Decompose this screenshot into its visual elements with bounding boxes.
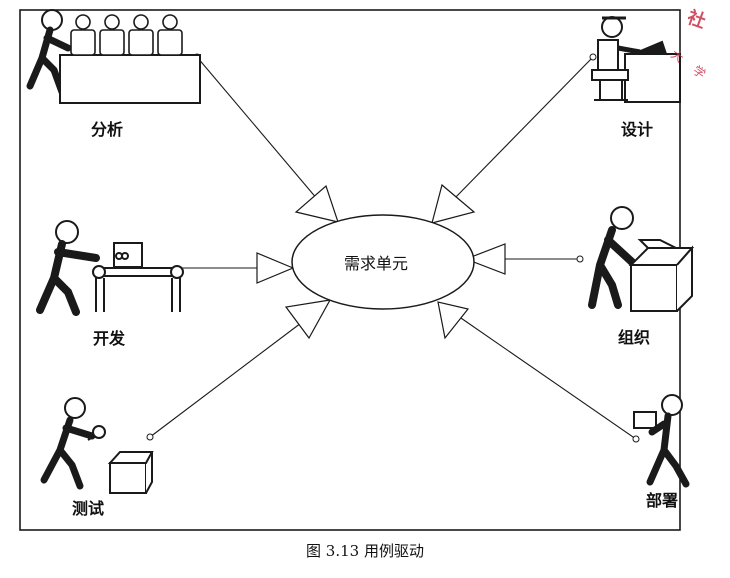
svg-text:学: 学 [690, 62, 708, 81]
arrowhead-design [431, 183, 476, 224]
svg-text:社: 社 [684, 6, 708, 33]
endpoint-deployment [632, 435, 640, 443]
testing-label: 测试 [72, 499, 105, 518]
figure-caption: 图 3.13 用例驱动 [306, 542, 424, 560]
requirement-unit-label: 需求单元 [344, 254, 409, 273]
organization-label: 组织 [618, 328, 651, 347]
connector-deployment [457, 315, 637, 440]
arrowhead-analysis [294, 184, 339, 223]
arrowhead-organization [464, 243, 506, 275]
arrowhead-testing [284, 299, 332, 340]
design-figure-icon [591, 16, 681, 103]
arrowhead-development [256, 252, 295, 284]
deployment-label: 部署 [646, 491, 679, 510]
connector-design [452, 56, 594, 201]
endpoint-testing [146, 433, 154, 441]
analysis-label: 分析 [91, 120, 124, 139]
endpoint-design [589, 53, 597, 61]
requirement-unit-ellipse [291, 214, 475, 310]
endpoint-organization [576, 255, 584, 263]
analysis-figure-icon [26, 9, 201, 104]
deployment-figure-icon [633, 394, 690, 488]
development-figure-icon [36, 220, 184, 316]
connector-analysis [196, 56, 319, 201]
development-label: 开发 [93, 329, 126, 348]
organization-figure-icon [588, 206, 695, 312]
arrowhead-deployment [437, 301, 470, 340]
connector-testing [149, 319, 306, 438]
design-label: 设计 [621, 120, 654, 139]
testing-figure-icon [40, 397, 154, 494]
